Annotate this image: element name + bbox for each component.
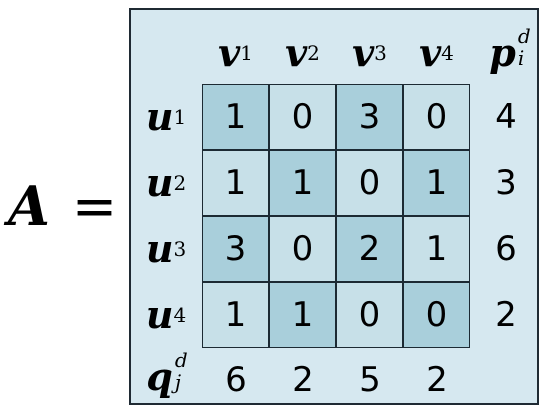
matrix-cell: 1 — [269, 150, 336, 216]
p-value: 3 — [495, 163, 517, 203]
matrix-cell: 0 — [403, 84, 470, 150]
matrix-cell: 1 — [403, 216, 470, 282]
p-header: p d i — [480, 26, 540, 80]
matrix-cell: 0 — [269, 216, 336, 282]
q-value: 2 — [426, 360, 448, 400]
q-value: 2 — [292, 360, 314, 400]
q-value: 6 — [225, 360, 247, 400]
q-header: q d j — [136, 350, 198, 404]
row-header-sub: 3 — [173, 237, 187, 261]
row-header-base: u — [145, 94, 174, 139]
column-header-base: v — [285, 30, 308, 75]
matrix-cell: 3 — [202, 216, 269, 282]
p-header-base: p — [489, 30, 516, 75]
matrix-cell: 0 — [269, 84, 336, 150]
q-header-sub: j — [174, 370, 182, 394]
column-header-sub: 2 — [307, 41, 320, 65]
matrix-cell: 1 — [269, 282, 336, 348]
p-header-sup: d — [517, 24, 531, 48]
row-header-sub: 2 — [173, 171, 187, 195]
matrix-cell: 1 — [403, 150, 470, 216]
p-value: 6 — [495, 229, 517, 269]
matrix-cell: 1 — [202, 150, 269, 216]
q-header-sup: d — [174, 348, 188, 372]
q-header-base: q — [146, 354, 173, 399]
q-value: 5 — [359, 360, 381, 400]
column-header-base: v — [352, 30, 375, 75]
equals-sign: = — [71, 174, 118, 238]
column-header-sub: 4 — [441, 41, 454, 65]
column-header-base: v — [218, 30, 241, 75]
row-header-base: u — [145, 292, 174, 337]
matrix-cell: 3 — [336, 84, 403, 150]
column-header-sub: 1 — [240, 41, 253, 65]
matrix-symbol: A — [8, 174, 50, 238]
p-header-sub: i — [517, 46, 525, 70]
matrix-cell: 1 — [202, 84, 269, 150]
row-header-base: u — [145, 160, 174, 205]
row-header-sub: 4 — [173, 303, 187, 327]
row-header-sub: 1 — [173, 105, 187, 129]
matrix-cell: 0 — [336, 282, 403, 348]
matrix-cell: 0 — [336, 150, 403, 216]
p-value: 2 — [495, 295, 517, 335]
matrix-cell: 1 — [202, 282, 269, 348]
column-header-sub: 3 — [374, 41, 387, 65]
row-header-base: u — [145, 226, 174, 271]
matrix-cell: 0 — [403, 282, 470, 348]
column-header-base: v — [419, 30, 442, 75]
p-value: 4 — [495, 97, 517, 137]
matrix-label: A = — [8, 166, 117, 246]
matrix-cell: 2 — [336, 216, 403, 282]
